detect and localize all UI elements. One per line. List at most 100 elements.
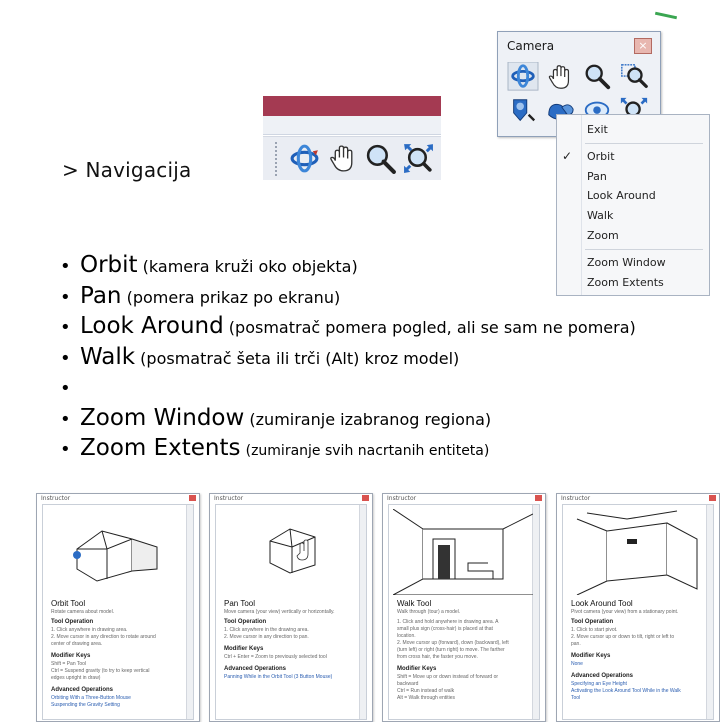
orbit-icon[interactable] <box>288 142 321 175</box>
menu-gutter <box>557 115 582 295</box>
camera-context-menu: Exit ✓ Orbit Pan Look Around Walk Zoom Z… <box>556 114 710 296</box>
house-orbit-illustration <box>73 530 158 582</box>
section-heading: Advanced Operations <box>51 687 114 693</box>
bullet-dot: • <box>60 408 71 430</box>
bullet-dot: • <box>60 439 71 460</box>
bullet-note: (posmatrač pomera pogled, ali se sam ne … <box>228 318 636 337</box>
close-button[interactable] <box>709 495 716 501</box>
bullet-title: Zoom Extents <box>80 435 241 461</box>
panel-window-title: Instructor <box>41 495 71 502</box>
zoom-extents-icon[interactable] <box>402 142 435 175</box>
section-line: 1. Click and hold anywhere in drawing ar… <box>397 619 499 625</box>
section-heading: > Navigacija <box>62 158 192 182</box>
menu-item-look-around[interactable]: Look Around <box>587 189 656 202</box>
section-link[interactable]: Orbiting With a Three-Button Mouse <box>51 695 131 701</box>
tool-title: Pan Tool <box>224 599 255 608</box>
scrollbar[interactable] <box>186 505 193 719</box>
close-button[interactable] <box>362 495 369 501</box>
section-line: 2. Move cursor in any direction to pan. <box>224 634 309 640</box>
section-heading: Modifier Keys <box>51 653 91 659</box>
bullet-title: Look Around <box>80 313 224 339</box>
section-link[interactable]: Suspending the Gravity Setting <box>51 702 120 708</box>
section-heading: Tool Operation <box>571 619 614 625</box>
section-line: small plus sign (cross-hair) is placed a… <box>397 626 493 632</box>
menu-item-zoom-window[interactable]: Zoom Window <box>587 256 666 269</box>
section-line: center of drawing area. <box>51 641 103 647</box>
instructor-panel-look-around: Instructor Look Around Tool Pivot camera… <box>556 493 720 722</box>
bullet-title: Walk <box>80 343 136 370</box>
section-heading: Modifier Keys <box>397 666 437 672</box>
bullet-pan: •Pan (pomera prikaz po ekranu) <box>60 281 636 312</box>
section-line: location. <box>397 633 416 639</box>
bullet-orbit: •Orbit (kamera kruži oko objekta) <box>60 250 636 281</box>
section-line: (turn left) or right (turn right) to mov… <box>397 647 505 653</box>
zoom-extents-icon[interactable] <box>618 96 650 126</box>
section-heading: Advanced Operations <box>224 666 287 672</box>
close-button[interactable] <box>189 495 196 501</box>
section-heading: Tool Operation <box>224 619 267 625</box>
panel-window-title: Instructor <box>387 495 417 502</box>
close-button[interactable]: × <box>634 38 652 54</box>
scrollbar[interactable] <box>359 505 366 719</box>
position-camera-icon[interactable] <box>507 96 539 126</box>
bullet-zoom-window: •Zoom Window (zumiranje izabranog region… <box>60 403 636 434</box>
decorative-stroke <box>654 11 678 20</box>
toolbar-grip[interactable] <box>275 141 281 176</box>
section-link[interactable]: Panning While in the Orbit Tool (3 Butto… <box>224 674 333 680</box>
section-line: 2. Move cursor up or down to tilt, right… <box>571 634 675 640</box>
pan-icon[interactable] <box>544 62 576 92</box>
bullet-title: Pan <box>80 282 122 309</box>
bullet-dot: • <box>60 256 71 277</box>
panel-body: Pan Tool Move camera (your view) vertica… <box>215 504 367 720</box>
bullet-zoom-extents: • Zoom Extents (zumiranje svih nacrtanih … <box>60 433 636 464</box>
panel-body: Orbit Tool Rotate camera about model. To… <box>42 504 194 720</box>
menu-item-zoom[interactable]: Zoom <box>587 229 619 242</box>
section-line: Shift = Move up or down instead of forwa… <box>397 674 499 680</box>
section-line: None <box>571 661 583 667</box>
section-line: Shift = Pan Tool <box>51 661 87 667</box>
menu-item-exit[interactable]: Exit <box>587 123 608 136</box>
section-line: pan. <box>571 641 581 647</box>
instructor-panel-orbit: Instructor Orbit Tool Rotate camera abou… <box>36 493 200 722</box>
menu-item-pan[interactable]: Pan <box>587 170 607 183</box>
scrollbar[interactable] <box>706 505 713 719</box>
section-link[interactable]: Activating the Look Around Tool While in… <box>571 688 681 694</box>
section-line: Alt = Walk through entities <box>397 695 456 701</box>
menu-item-walk[interactable]: Walk <box>587 209 614 222</box>
zoom-icon[interactable] <box>581 62 613 92</box>
check-icon: ✓ <box>562 149 573 163</box>
bullet-dot: • <box>60 317 71 338</box>
section-line: 1. Click to start pivot. <box>571 627 618 633</box>
bullet-empty: • <box>60 372 636 403</box>
section-line: backward <box>397 681 419 687</box>
zoom-icon[interactable] <box>364 142 397 175</box>
scrollbar[interactable] <box>532 505 539 719</box>
section-line: 1. Click anywhere in drawing area. <box>51 627 128 633</box>
bullet-note: (zumiranje izabranog regiona) <box>249 409 492 429</box>
orbit-icon[interactable] <box>507 62 539 92</box>
menu-separator <box>585 249 703 250</box>
zoom-window-icon[interactable] <box>618 62 650 92</box>
menu-item-zoom-extents[interactable]: Zoom Extents <box>587 276 664 289</box>
section-heading: Modifier Keys <box>224 646 264 652</box>
navigation-bullet-list: •Orbit (kamera kruži oko objekta) •Pan (… <box>60 250 636 464</box>
bullet-note: (zumiranje svih nacrtanih entiteta) <box>245 443 490 459</box>
menu-item-orbit[interactable]: Orbit <box>587 150 615 163</box>
section-heading: Advanced Operations <box>571 673 634 679</box>
panel-body: Walk Tool Walk through (tour) a model. 1… <box>388 504 540 720</box>
panel-body: Look Around Tool Pivot camera (your view… <box>562 504 714 720</box>
tool-subtitle: Move camera (your view) vertically or ho… <box>224 609 335 615</box>
toolbar-band <box>263 116 441 135</box>
tool-subtitle: Pivot camera (your view) from a stationa… <box>571 609 679 615</box>
toolbar-row <box>263 136 441 180</box>
close-button[interactable] <box>535 495 542 501</box>
section-line: from cross hair, the faster you move. <box>397 654 478 660</box>
bullet-look-around: • Look Around (posmatrač pomera pogled, a… <box>60 311 636 342</box>
panel-window-title: Instructor <box>214 495 244 502</box>
interior-look-around-illustration <box>576 510 698 595</box>
bullet-title: Orbit <box>80 252 138 278</box>
section-link[interactable]: Specifying an Eye Height <box>571 681 627 687</box>
section-heading: Modifier Keys <box>571 653 611 659</box>
section-link[interactable]: Tool <box>571 695 581 701</box>
pan-icon[interactable] <box>326 142 359 175</box>
